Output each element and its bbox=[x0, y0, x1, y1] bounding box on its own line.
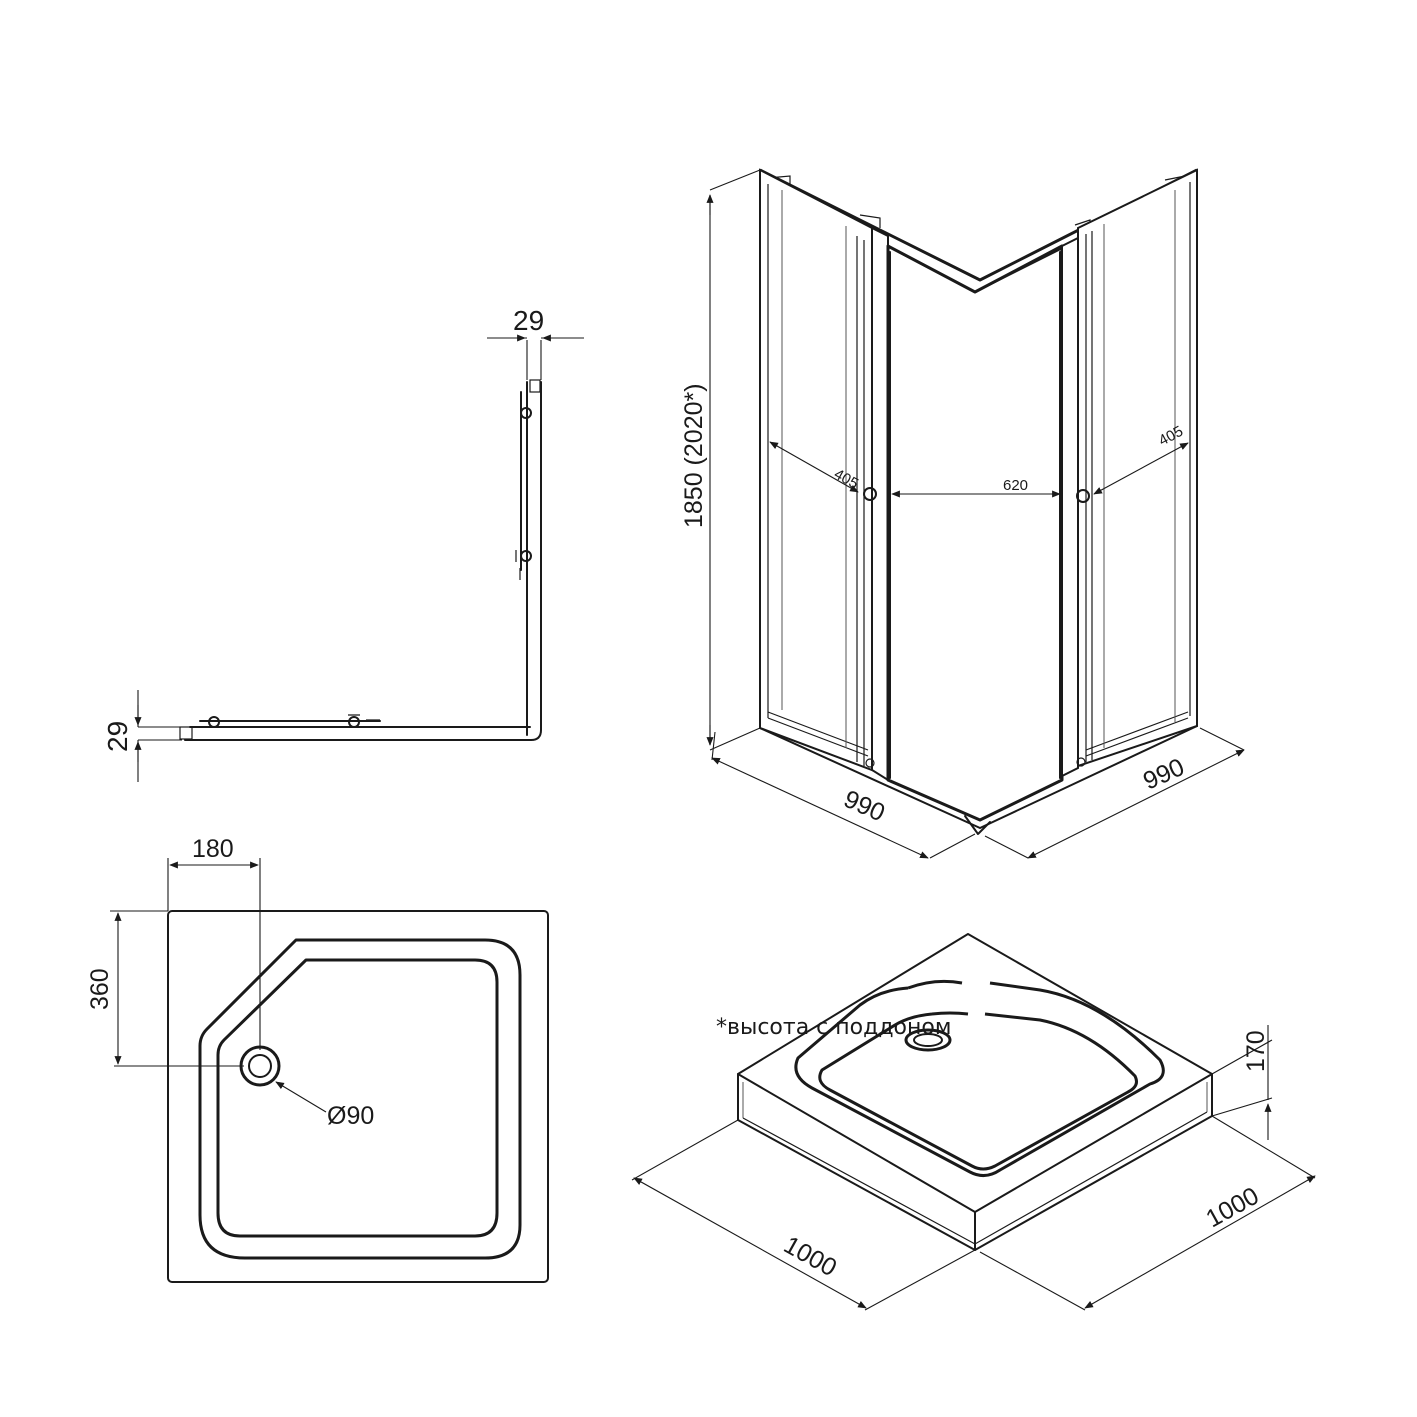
tray-basin-inner bbox=[818, 1011, 1138, 1171]
left-door-handle bbox=[863, 487, 877, 501]
tray-perspective: 170 1000 1000 bbox=[631, 933, 1316, 1311]
left-fixed-panel bbox=[759, 168, 873, 772]
tray-basin-outer bbox=[794, 979, 1165, 1177]
tray-outer-basin bbox=[198, 938, 522, 1260]
roller-left bbox=[208, 716, 220, 728]
tray-outline bbox=[167, 910, 549, 1283]
tray-inner-basin bbox=[216, 958, 499, 1238]
dim-tray-height: 170 bbox=[1242, 1030, 1270, 1072]
tray-drain-outer-icon bbox=[904, 1028, 952, 1052]
right-wall-profile bbox=[526, 381, 542, 741]
roller-top bbox=[520, 407, 532, 419]
right-door-handle bbox=[1076, 489, 1090, 503]
roller-bottom bbox=[520, 550, 532, 562]
dim-drain-offset-x: 180 bbox=[192, 835, 234, 863]
dim-tray-width-right: 1000 bbox=[1201, 1182, 1263, 1233]
tray-drain-inner-icon bbox=[913, 1033, 943, 1047]
dim-height: 1850 (2020*) bbox=[680, 383, 708, 528]
footnote: *высота с поддоном bbox=[716, 1015, 952, 1040]
cabin-perspective: 1850 (2020*) 405 405 620 990 990 bbox=[680, 168, 1245, 859]
drain-inner-icon bbox=[248, 1054, 272, 1078]
dim-drain-diameter: Ø90 bbox=[327, 1102, 374, 1130]
dim-tray-width-left: 1000 bbox=[779, 1231, 841, 1282]
entrance-frame bbox=[886, 244, 1064, 822]
roller-right bbox=[348, 716, 360, 728]
front-wall-profile bbox=[184, 726, 532, 741]
wall-bracket-top bbox=[529, 379, 541, 393]
tray-top-face bbox=[737, 933, 1213, 1213]
dim-cabin-width-right: 990 bbox=[1139, 753, 1189, 796]
top-view-plan: 29 29 bbox=[102, 305, 584, 782]
tray-plan: 180 360 Ø90 bbox=[86, 835, 549, 1283]
drain-outer-icon bbox=[239, 1045, 281, 1087]
dim-entry-width: 620 bbox=[1003, 477, 1028, 494]
wall-bracket-left bbox=[179, 726, 193, 740]
right-fixed-panel bbox=[1077, 168, 1198, 768]
dim-profile-29-top: 29 bbox=[513, 305, 544, 336]
dim-drain-offset-y: 360 bbox=[86, 968, 114, 1010]
dim-profile-29-side: 29 bbox=[102, 721, 133, 752]
